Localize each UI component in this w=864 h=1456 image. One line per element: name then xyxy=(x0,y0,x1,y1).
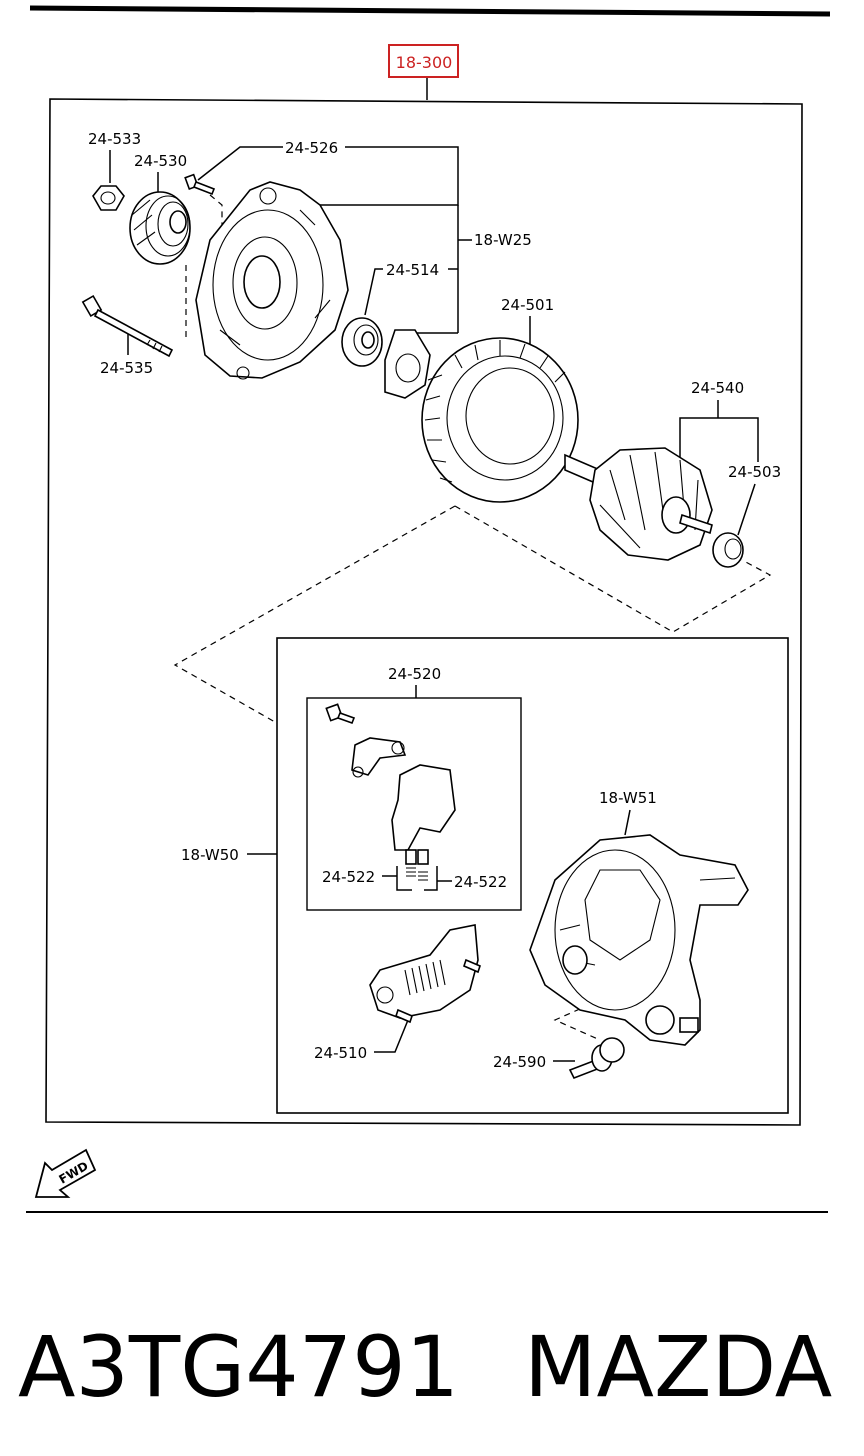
terminal-24-590 xyxy=(568,1037,625,1080)
label-24-522-right[interactable]: 24-522 xyxy=(454,873,507,891)
stator-24-501 xyxy=(421,337,579,503)
brush-holder-24-520 xyxy=(325,703,456,881)
pulley-24-530 xyxy=(129,191,191,265)
bolt-24-526 xyxy=(184,173,216,196)
brand-name: MAZDA xyxy=(524,1318,832,1416)
part-number: A3TG4791 xyxy=(18,1318,459,1416)
rear-housing-18-W51 xyxy=(529,834,749,1046)
label-24-535[interactable]: 24-535 xyxy=(100,359,153,377)
label-24-590[interactable]: 24-590 xyxy=(493,1053,546,1071)
front-housing-18-W25 xyxy=(195,181,349,380)
rotor-24-540 xyxy=(564,447,713,561)
label-24-533[interactable]: 24-533 xyxy=(88,130,141,148)
fwd-arrow-icon: FWD xyxy=(34,1148,97,1198)
rectifier-24-510 xyxy=(369,924,481,1024)
bolt-24-535 xyxy=(81,294,174,358)
label-24-503[interactable]: 24-503 xyxy=(728,463,781,481)
retainer-plate xyxy=(384,329,431,399)
bearing-24-503 xyxy=(712,532,744,568)
subassembly-frame-520 xyxy=(306,697,522,911)
assembly-ref-callout[interactable]: 18-300 xyxy=(388,44,459,100)
label-18-W25[interactable]: 18-W25 xyxy=(474,231,532,249)
label-24-510[interactable]: 24-510 xyxy=(314,1044,367,1062)
label-24-501[interactable]: 24-501 xyxy=(501,296,554,314)
label-24-530[interactable]: 24-530 xyxy=(134,152,187,170)
label-18-W51[interactable]: 18-W51 xyxy=(599,789,657,807)
label-24-540[interactable]: 24-540 xyxy=(691,379,744,397)
subassembly-frame-w50 xyxy=(276,637,789,1114)
label-24-522-left[interactable]: 24-522 xyxy=(322,868,375,886)
label-18-W50[interactable]: 18-W50 xyxy=(181,846,239,864)
label-24-526[interactable]: 24-526 xyxy=(285,139,338,157)
assembly-ref-label: 18-300 xyxy=(396,53,453,72)
assembly-frame xyxy=(45,98,803,1126)
nut-24-533 xyxy=(92,185,125,211)
label-24-520[interactable]: 24-520 xyxy=(388,665,441,683)
label-24-514[interactable]: 24-514 xyxy=(386,261,439,279)
bearing-24-514 xyxy=(341,317,383,367)
top-rule xyxy=(29,5,831,17)
